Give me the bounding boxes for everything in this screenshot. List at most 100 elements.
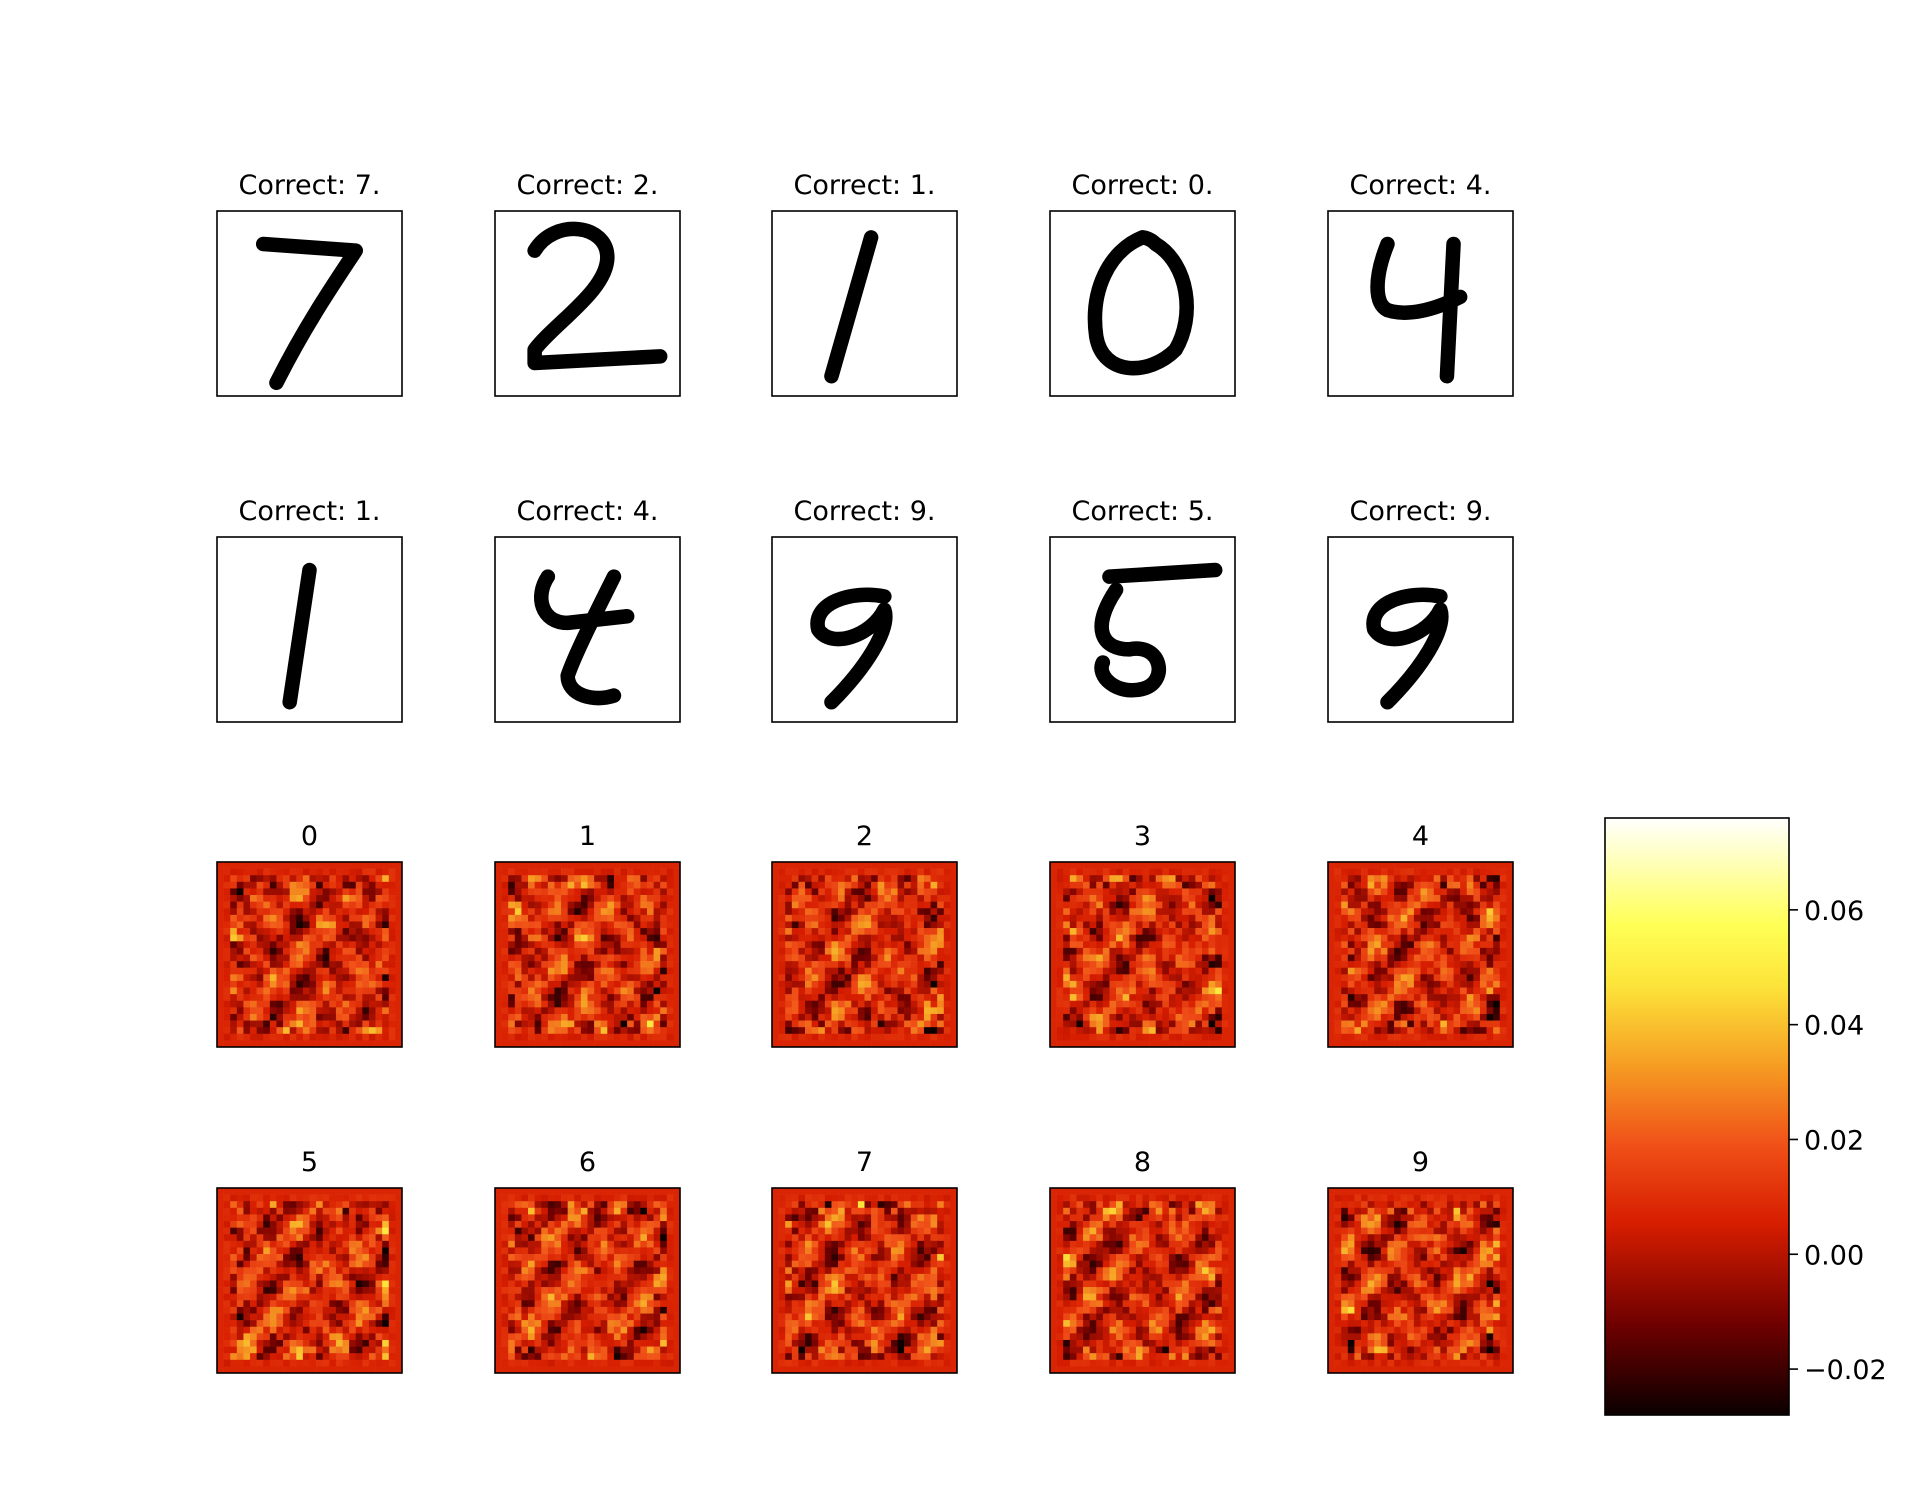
heatmap-cell <box>1215 947 1223 955</box>
heatmap-cell <box>534 1221 542 1228</box>
heatmap-cell <box>673 954 681 962</box>
heatmap-cell <box>541 1033 549 1041</box>
heatmap-cell <box>368 1007 376 1015</box>
heatmap-cell <box>1149 974 1157 982</box>
heatmap-cell <box>534 980 542 988</box>
heatmap-cell <box>864 980 872 988</box>
heatmap-cell <box>230 1306 238 1314</box>
heatmap-cell <box>395 1300 403 1308</box>
heatmap-cell <box>250 1227 257 1235</box>
heatmap-cell <box>1056 967 1064 975</box>
heatmap-cell <box>1116 901 1123 909</box>
heatmap-cell <box>236 895 244 902</box>
heatmap-cell <box>547 941 555 949</box>
heatmap-cell <box>1334 928 1342 935</box>
heatmap-cell <box>302 862 310 869</box>
heatmap-cell <box>375 1221 383 1228</box>
heatmap-cell <box>805 901 812 909</box>
heatmap-cell <box>276 1188 284 1195</box>
heatmap-cell <box>831 895 839 902</box>
heatmap-cell <box>1499 1007 1507 1015</box>
heatmap-cell <box>276 1366 284 1374</box>
heatmap-cell <box>223 1247 231 1255</box>
digit-stroke <box>1087 230 1194 376</box>
heatmap-cell <box>528 934 535 942</box>
heatmap-cell <box>1380 921 1388 929</box>
heatmap-cell <box>897 928 905 935</box>
heatmap-cell <box>673 987 681 995</box>
heatmap-cell <box>296 954 304 962</box>
heatmap-cell <box>567 1000 575 1008</box>
heatmap-cell <box>1221 928 1229 935</box>
heatmap-cell <box>309 1033 317 1041</box>
heatmap-cell <box>1420 947 1428 955</box>
heatmap-cell <box>296 934 304 942</box>
heatmap-cell <box>276 1247 284 1255</box>
heatmap-cell <box>871 1013 879 1021</box>
heatmap-cell <box>633 1234 641 1242</box>
heatmap-cell <box>1129 908 1137 916</box>
heatmap-cell <box>1162 1000 1170 1008</box>
heatmap-cell <box>917 875 925 883</box>
heatmap-cell <box>349 928 357 935</box>
heatmap-cell <box>937 934 945 942</box>
heatmap-cell <box>534 1040 542 1048</box>
heatmap-cell <box>508 974 516 982</box>
heatmap-cell <box>574 947 582 955</box>
heatmap-cell <box>368 1260 376 1268</box>
heatmap-cell <box>1175 1040 1183 1048</box>
heatmap-cell <box>1380 994 1388 1002</box>
heatmap-cell <box>1076 895 1084 902</box>
heatmap-cell <box>342 1359 350 1367</box>
heatmap-cell <box>355 895 363 902</box>
heatmap-cell <box>335 1007 343 1015</box>
heatmap-cell <box>1354 994 1362 1002</box>
heatmap-cell <box>1089 974 1097 982</box>
heatmap-cell <box>594 895 602 902</box>
heatmap-cell <box>580 947 588 955</box>
heatmap-cell <box>587 954 595 962</box>
heatmap-cell <box>1387 947 1395 955</box>
heatmap-cell <box>600 1214 608 1222</box>
heatmap-cell <box>1155 921 1163 929</box>
heatmap-cell <box>256 1254 264 1261</box>
heatmap-cell <box>923 862 931 869</box>
heatmap-cell <box>857 980 865 988</box>
heatmap-cell <box>309 1300 317 1308</box>
heatmap-cell <box>653 961 661 969</box>
heatmap-cell <box>1420 875 1428 883</box>
heatmap-cell <box>600 1007 608 1015</box>
heatmap-cell <box>547 901 555 909</box>
heatmap-cell <box>1407 1027 1415 1035</box>
heatmap-cell <box>223 1013 231 1021</box>
heatmap-cell <box>508 1013 516 1021</box>
heatmap-cell <box>884 934 892 942</box>
heatmap-cell <box>1096 1020 1104 1028</box>
heatmap-cell <box>250 1188 257 1195</box>
heatmap-cell <box>316 1320 324 1328</box>
heatmap-cell <box>395 1000 403 1008</box>
heatmap-cell <box>236 1207 244 1215</box>
heatmap-cell <box>276 994 284 1002</box>
heatmap-cell <box>805 954 812 962</box>
heatmap-cell <box>382 875 390 883</box>
heatmap-cell <box>561 941 568 949</box>
heatmap-cell <box>884 1007 892 1015</box>
heatmap-cell <box>910 947 918 955</box>
heatmap-cell <box>1116 888 1123 896</box>
heatmap-cell <box>514 1221 522 1228</box>
heatmap-cell <box>1228 1007 1236 1015</box>
heatmap-cell <box>811 881 819 889</box>
heatmap-cell <box>243 1346 251 1354</box>
heatmap-cell <box>785 961 793 969</box>
heatmap-cell <box>1215 1020 1223 1028</box>
heatmap-cell <box>844 875 852 883</box>
heatmap-cell <box>587 895 595 902</box>
heatmap-cell <box>514 987 522 995</box>
heatmap-cell <box>230 1333 238 1341</box>
heatmap-cell <box>1201 1033 1209 1041</box>
heatmap-cell <box>1168 921 1176 929</box>
heatmap-cell <box>1083 941 1090 949</box>
heatmap-cell <box>230 901 238 909</box>
heatmap-cell <box>382 934 390 942</box>
